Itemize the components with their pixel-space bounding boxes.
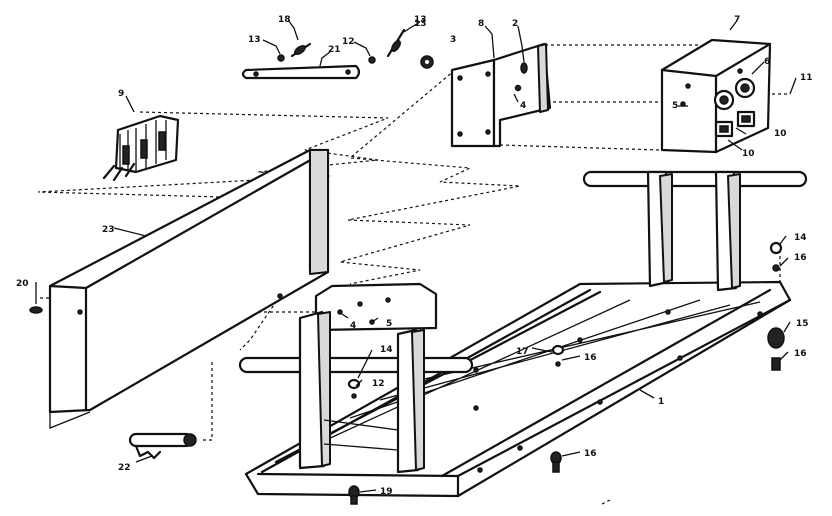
knob-part (420, 55, 434, 69)
front-support-part (238, 310, 474, 474)
callout-22: 22 (118, 463, 131, 473)
control-box-part (660, 38, 772, 154)
callout-5: 5 (386, 319, 392, 329)
callout-15: 15 (796, 319, 809, 329)
callout-4: 4 (520, 101, 526, 111)
callout-13: 13 (414, 19, 427, 29)
callout-14: 14 (380, 345, 393, 355)
callout-3: 3 (450, 35, 456, 45)
callout-16: 16 (584, 353, 597, 363)
callout-9: 9 (118, 89, 124, 99)
callout-16: 16 (794, 253, 807, 263)
callout-10: 10 (774, 129, 787, 139)
callout-10: 10 (742, 149, 755, 159)
sensor-probe-part (128, 432, 197, 460)
callout-leaders (35, 19, 797, 493)
callout-13: 13 (414, 15, 427, 25)
callout-12: 12 (372, 379, 385, 389)
callout-14: 14 (794, 233, 807, 243)
callout-21: 21 (328, 45, 341, 55)
callout-1: 1 (658, 397, 664, 407)
callout-16: 16 (584, 449, 597, 459)
callout-6: 6 (764, 57, 770, 67)
callout-19: 19 (380, 487, 393, 497)
callout-16: 16 (794, 349, 807, 359)
mounting-bracket-part (450, 42, 552, 148)
callout-20: 20 (16, 279, 29, 289)
callout-7: 7 (734, 15, 740, 25)
callout-12: 12 (342, 37, 355, 47)
callout-8: 8 (478, 19, 484, 29)
rear-support-part (582, 170, 808, 292)
terminal-board-part (314, 282, 438, 332)
callout-5: 5 (672, 101, 678, 111)
bar-bracket-part (241, 28, 406, 80)
callout-23: 23 (102, 225, 115, 235)
terminal-block-part (102, 114, 180, 182)
callout-labels: 13 18 13 21 12 13 3 8 2 4 7 6 11 10 10 9… (16, 15, 813, 497)
callout-13: 13 (248, 35, 261, 45)
chassis-base-part (244, 280, 792, 498)
callout-11: 11 (800, 73, 813, 83)
callout-18: 18 (278, 15, 291, 25)
side-panel-part (48, 148, 330, 429)
callout-17: 17 (516, 347, 529, 357)
callout-2: 2 (512, 19, 518, 29)
callout-4: 4 (350, 321, 356, 331)
